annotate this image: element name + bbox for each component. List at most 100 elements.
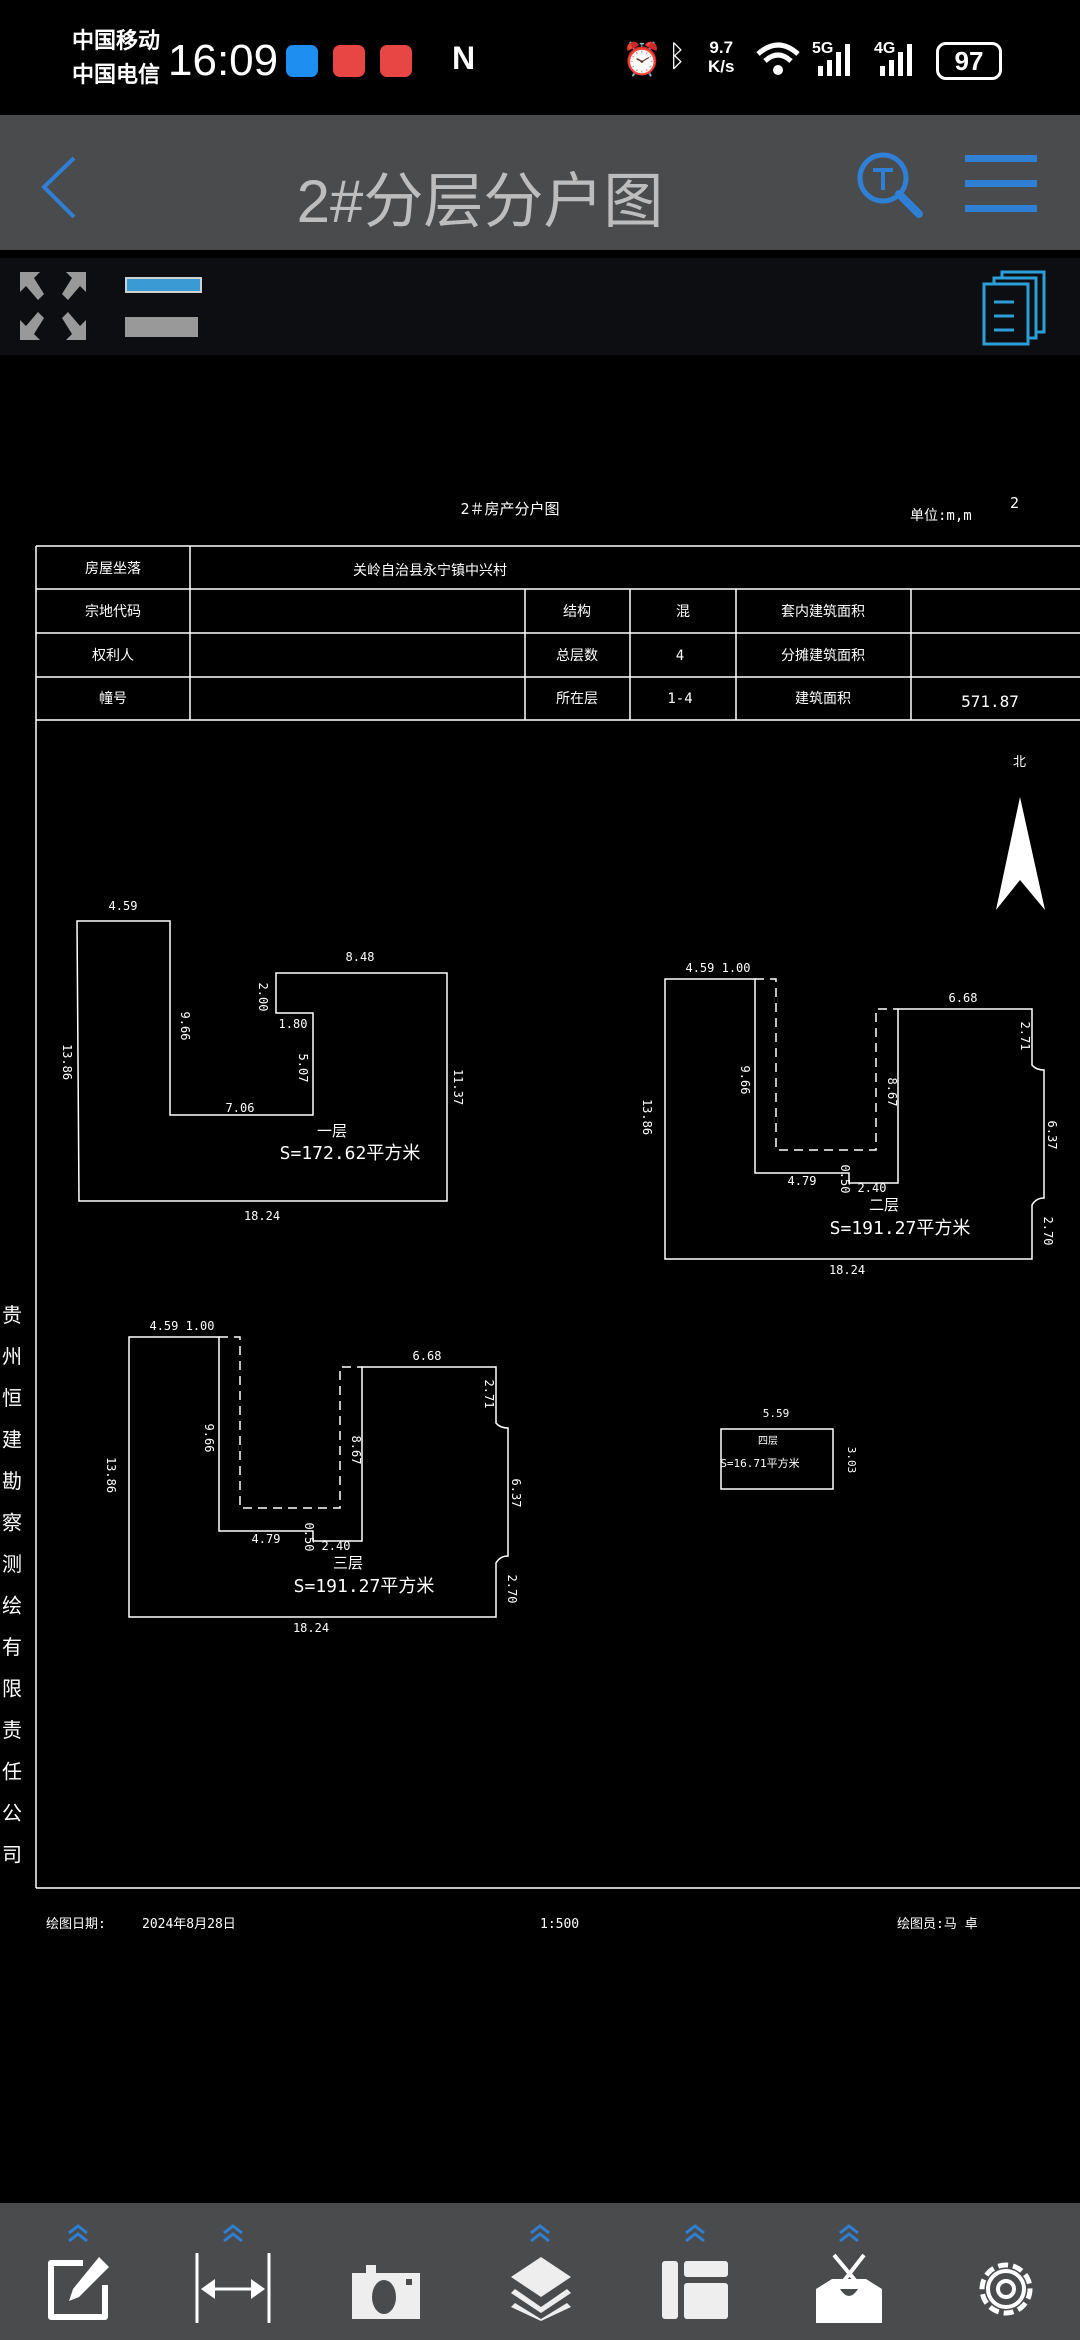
back-button[interactable]	[38, 155, 78, 220]
company-char: 勘	[2, 1469, 22, 1493]
company-char: 责	[2, 1718, 22, 1742]
chevron-up-icon	[530, 2224, 550, 2243]
signal-bars-icon	[818, 44, 850, 76]
floor-label: 所在层	[556, 691, 598, 707]
total-floors-label: 总层数	[556, 648, 598, 664]
date-value: 2024年8月28日	[142, 1917, 236, 1932]
clock: 16:09	[168, 36, 279, 85]
dim-label: 7.06	[226, 1101, 255, 1115]
dim-label: 1.80	[279, 1017, 308, 1031]
dim-label: 8.67	[349, 1436, 363, 1465]
dim-label: 6.68	[413, 1349, 442, 1363]
gear-icon	[979, 2262, 1033, 2316]
building-area-label: 建筑面积	[795, 691, 851, 707]
documents-button[interactable]	[980, 270, 1050, 346]
structure-label: 结构	[563, 604, 591, 620]
building-area-value: 571.87	[961, 692, 1019, 711]
total-floors-value: 4	[676, 648, 684, 664]
chevron-up-icon	[685, 2224, 705, 2243]
unit-label: 单位:m,m	[910, 508, 972, 524]
date-label: 绘图日期:	[46, 1917, 106, 1932]
company-char: 司	[2, 1843, 22, 1867]
inner-area-label: 套内建筑面积	[781, 604, 865, 620]
floor-1-plan: 4.59 8.48 2.00 1.80 9.66 5.07 7.06 13.86…	[60, 899, 465, 1223]
floor-name: 二层	[869, 1196, 899, 1214]
floor-name: 四层	[758, 1435, 778, 1447]
carrier-1: 中国移动	[72, 28, 161, 53]
dim-label: 2.40	[322, 1539, 351, 1553]
fullscreen-expand-button[interactable]	[18, 270, 88, 342]
company-char: 州	[2, 1345, 22, 1369]
chevron-up-icon	[68, 2224, 88, 2243]
alarm-icon: ⏰	[622, 41, 662, 77]
battery-indicator: 97	[936, 42, 1002, 80]
company-char: 测	[2, 1552, 22, 1576]
layout-button[interactable]	[640, 2223, 750, 2333]
shared-area-label: 分摊建筑面积	[781, 648, 865, 664]
floor-name: 一层	[317, 1122, 347, 1140]
signal-bars-icon	[880, 44, 912, 76]
dim-label: 0.50	[838, 1165, 852, 1194]
dim-label: 13.86	[60, 1044, 74, 1080]
dim-label: 4.59 1.00	[149, 1319, 214, 1333]
dim-label: 6.37	[1045, 1121, 1059, 1150]
dim-label: 2.70	[505, 1575, 519, 1604]
chevron-up-icon	[839, 2224, 859, 2243]
location-value: 关岭自治县永宁镇中兴村	[353, 562, 507, 579]
dim-label: 2.40	[858, 1181, 887, 1195]
company-char: 恒	[2, 1386, 22, 1410]
floor-area: S=16.71平方米	[720, 1456, 799, 1470]
view-toolbar	[0, 258, 1080, 355]
owner-label: 权利人	[92, 648, 134, 664]
carrier-2: 中国电信	[72, 62, 161, 87]
dim-label: 2.70	[1041, 1217, 1055, 1246]
parcel-code-label: 宗地代码	[85, 604, 141, 620]
net-speed-value: 9.7	[709, 38, 734, 57]
floor-value: 1-4	[667, 691, 692, 707]
company-char: 建	[2, 1428, 22, 1452]
layer-toggle-inactive[interactable]	[125, 317, 198, 337]
settings-button[interactable]	[949, 2223, 1059, 2333]
tools-button[interactable]	[794, 2223, 904, 2333]
north-arrow-icon	[996, 797, 1045, 910]
measure-button[interactable]	[178, 2223, 288, 2333]
edit-button[interactable]	[23, 2223, 133, 2333]
chevron-up-icon	[223, 2224, 243, 2243]
status-bar: 中国移动 中国电信 16:09 N ⏰ ᛒ 9.7 K/s 5G 4G 97	[0, 0, 1080, 115]
layout-panels-icon	[662, 2261, 728, 2319]
signal-5g-label: 5G	[812, 40, 834, 57]
dim-label: 3.03	[845, 1447, 858, 1474]
drawing-title: 2＃房产分户图	[460, 500, 559, 518]
camera-button[interactable]	[330, 2223, 440, 2333]
floor-area: S=191.27平方米	[294, 1576, 435, 1597]
dim-label: 9.66	[738, 1066, 752, 1095]
scale-label: 1:500	[540, 1917, 579, 1932]
floor-area: S=172.62平方米	[280, 1143, 421, 1164]
net-speed-unit: K/s	[708, 57, 735, 76]
dim-label: 13.86	[104, 1457, 118, 1493]
book-app-icon	[380, 45, 412, 77]
company-char: 有	[2, 1635, 22, 1659]
location-label: 房屋坐落	[85, 561, 141, 577]
toolbox-icon	[816, 2253, 882, 2323]
dim-label: 11.37	[451, 1069, 465, 1105]
dim-label: 9.66	[178, 1012, 192, 1041]
floor-area: S=191.27平方米	[830, 1218, 971, 1239]
layer-toggle-active[interactable]	[125, 277, 202, 293]
building-no-label: 幢号	[99, 690, 127, 707]
dim-label: 4.79	[788, 1174, 817, 1188]
dim-label: 6.68	[949, 991, 978, 1005]
dim-label: 6.37	[509, 1479, 523, 1508]
measure-distance-icon	[195, 2253, 271, 2323]
layers-button[interactable]	[485, 2223, 595, 2333]
signal-4g-label: 4G	[874, 40, 896, 57]
menu-button[interactable]	[965, 153, 1037, 213]
company-char: 限	[2, 1677, 22, 1701]
dim-label: 4.59 1.00	[685, 961, 750, 975]
layers-icon	[511, 2257, 571, 2321]
dim-label: 2.71	[1018, 1022, 1032, 1051]
text-search-button[interactable]	[855, 150, 925, 220]
dim-label: 2.00	[256, 983, 270, 1012]
